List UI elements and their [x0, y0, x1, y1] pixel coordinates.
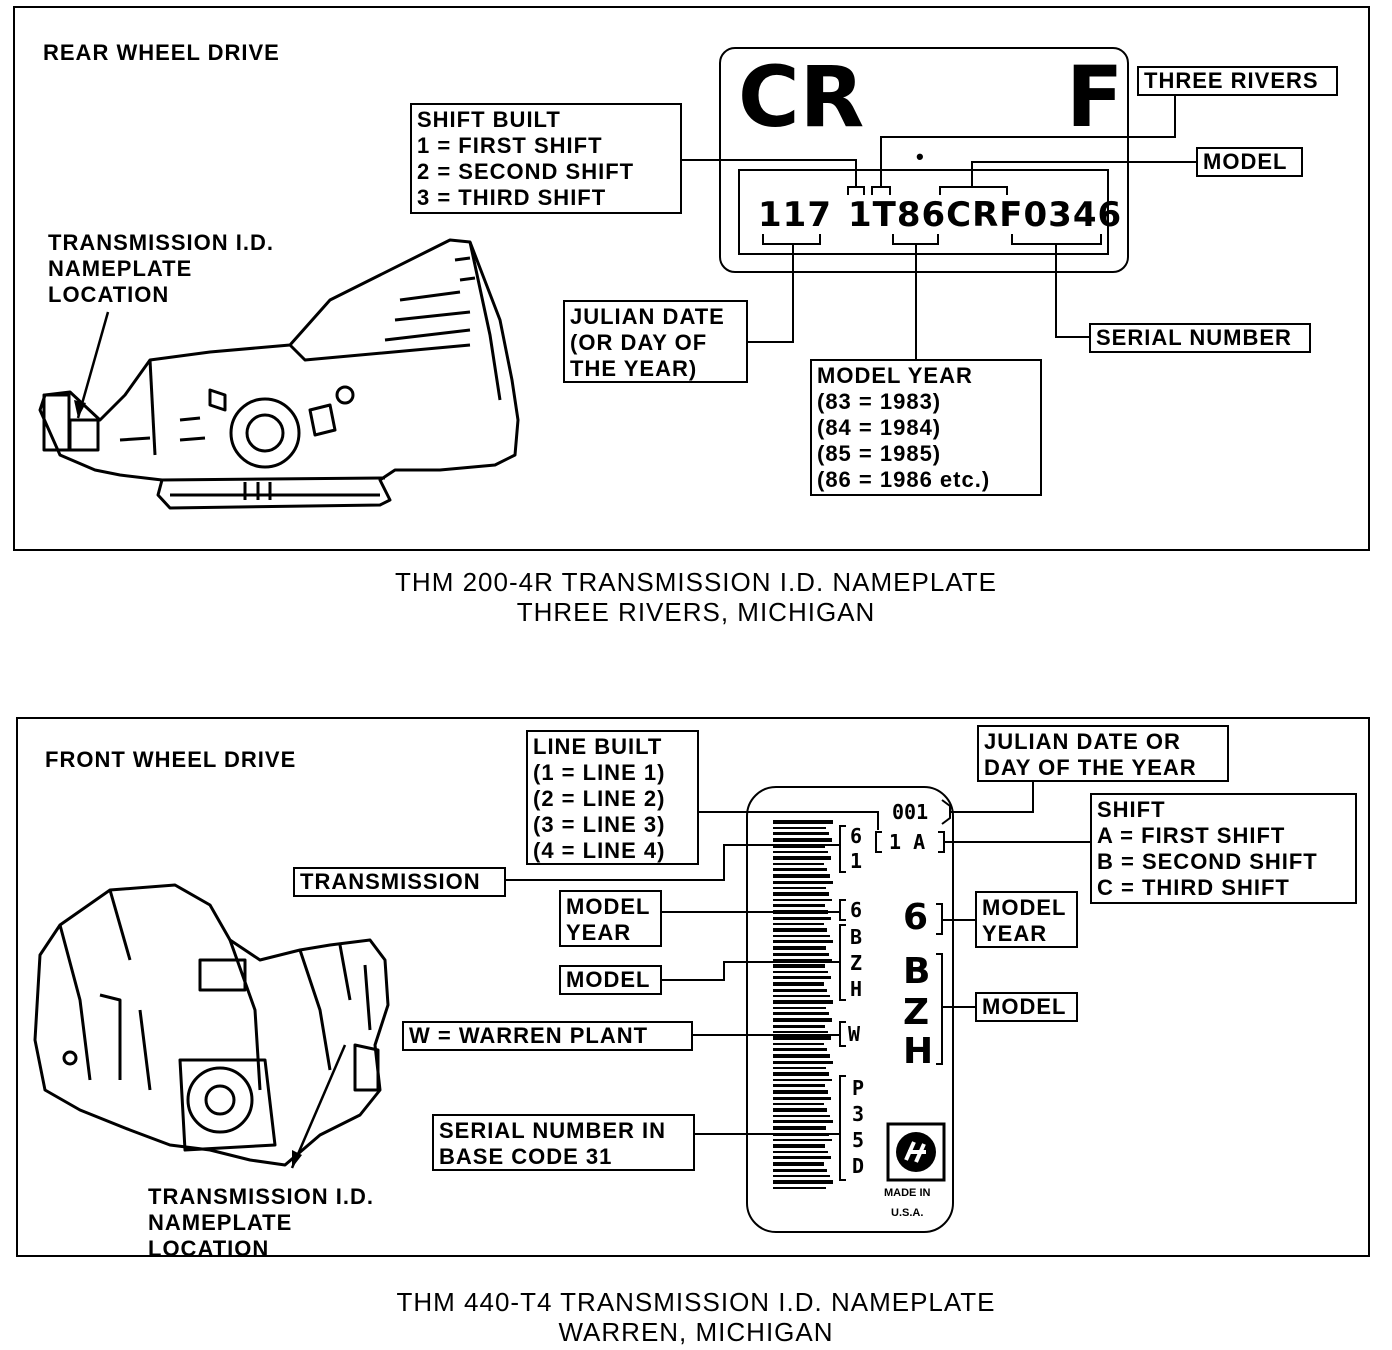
label-serial-code-1: 3 [852, 1102, 865, 1126]
top-caption-line2: THREE RIVERS, MICHIGAN [516, 597, 876, 627]
front-wheel-drive-panel [16, 717, 1370, 1257]
label-serial-code-3: D [852, 1154, 865, 1178]
label-serial-code-2: 5 [852, 1128, 865, 1152]
rear-wheel-drive-panel [13, 6, 1370, 551]
model-left-box: MODEL [559, 965, 662, 995]
made-in-line2: U.S.A. [891, 1207, 924, 1219]
plate-prefix: CR [738, 48, 865, 146]
plate-code: 1T86CRF0346 [848, 195, 1123, 235]
made-in-line1: MADE IN [884, 1187, 931, 1199]
label-serial-code-0: P [852, 1076, 865, 1100]
label-model-code-1: Z [850, 951, 863, 975]
rear-wheel-drive-heading: REAR WHEEL DRIVE [43, 40, 280, 65]
model-right-box: MODEL [975, 992, 1078, 1022]
transmission-box: TRANSMISSION [293, 867, 506, 897]
warren-label [746, 786, 954, 1233]
label-shift-code: 1 A [889, 830, 926, 854]
line-built-box: LINE BUILT (1 = LINE 1) (2 = LINE 2) (3 … [526, 730, 699, 865]
fwd-location-label: TRANSMISSION I.D. NAMEPLATE LOCATION [148, 1184, 375, 1261]
label-year-code: 6 [850, 898, 863, 922]
fwd-julian-date-box: JULIAN DATE OR DAY OF THE YEAR [977, 725, 1229, 782]
front-wheel-drive-heading: FRONT WHEEL DRIVE [45, 747, 297, 772]
gm-logo-icon [886, 1122, 946, 1182]
label-model-code-2: H [850, 977, 863, 1001]
plate-dot: • [916, 144, 925, 169]
top-caption-line1: THM 200-4R TRANSMISSION I.D. NAMEPLATE [395, 567, 997, 597]
label-plant-code: W [848, 1022, 861, 1046]
label-trans-code-1: 1 [850, 849, 863, 873]
shift-built-box: SHIFT BUILT 1 = FIRST SHIFT 2 = SECOND S… [410, 103, 682, 214]
label-trans-code-0: 6 [850, 824, 863, 848]
julian-date-box: JULIAN DATE (OR DAY OF THE YEAR) [563, 300, 748, 383]
warren-plant-box: W = WARREN PLANT [402, 1021, 693, 1051]
model-year-box: MODEL YEAR (83 = 1983) (84 = 1984) (85 =… [810, 359, 1042, 496]
three-rivers-box: THREE RIVERS [1137, 66, 1338, 96]
bottom-caption-line2: WARREN, MICHIGAN [558, 1317, 834, 1347]
model-year-right-box: MODEL YEAR [975, 891, 1078, 948]
label-model-big-1: Z [903, 992, 930, 1033]
bottom-caption-line1: THM 440-T4 TRANSMISSION I.D. NAMEPLATE [396, 1287, 996, 1317]
model-box: MODEL [1196, 147, 1303, 177]
serial-base-box: SERIAL NUMBER IN BASE CODE 31 [432, 1114, 695, 1171]
fwd-shift-box: SHIFT A = FIRST SHIFT B = SECOND SHIFT C… [1090, 793, 1357, 904]
label-model-big-2: H [903, 1031, 934, 1072]
plate-julian: 117 [758, 195, 832, 235]
serial-number-box: SERIAL NUMBER [1089, 323, 1311, 353]
label-model-big-0: B [903, 951, 931, 992]
rwd-location-label: TRANSMISSION I.D. NAMEPLATE LOCATION [48, 230, 275, 307]
model-year-left-box: MODEL YEAR [559, 890, 662, 947]
label-julian: 001 [892, 800, 929, 824]
label-model-code-0: B [850, 925, 863, 949]
plate-suffix: F [1066, 48, 1124, 146]
label-year-big: 6 [903, 897, 929, 938]
